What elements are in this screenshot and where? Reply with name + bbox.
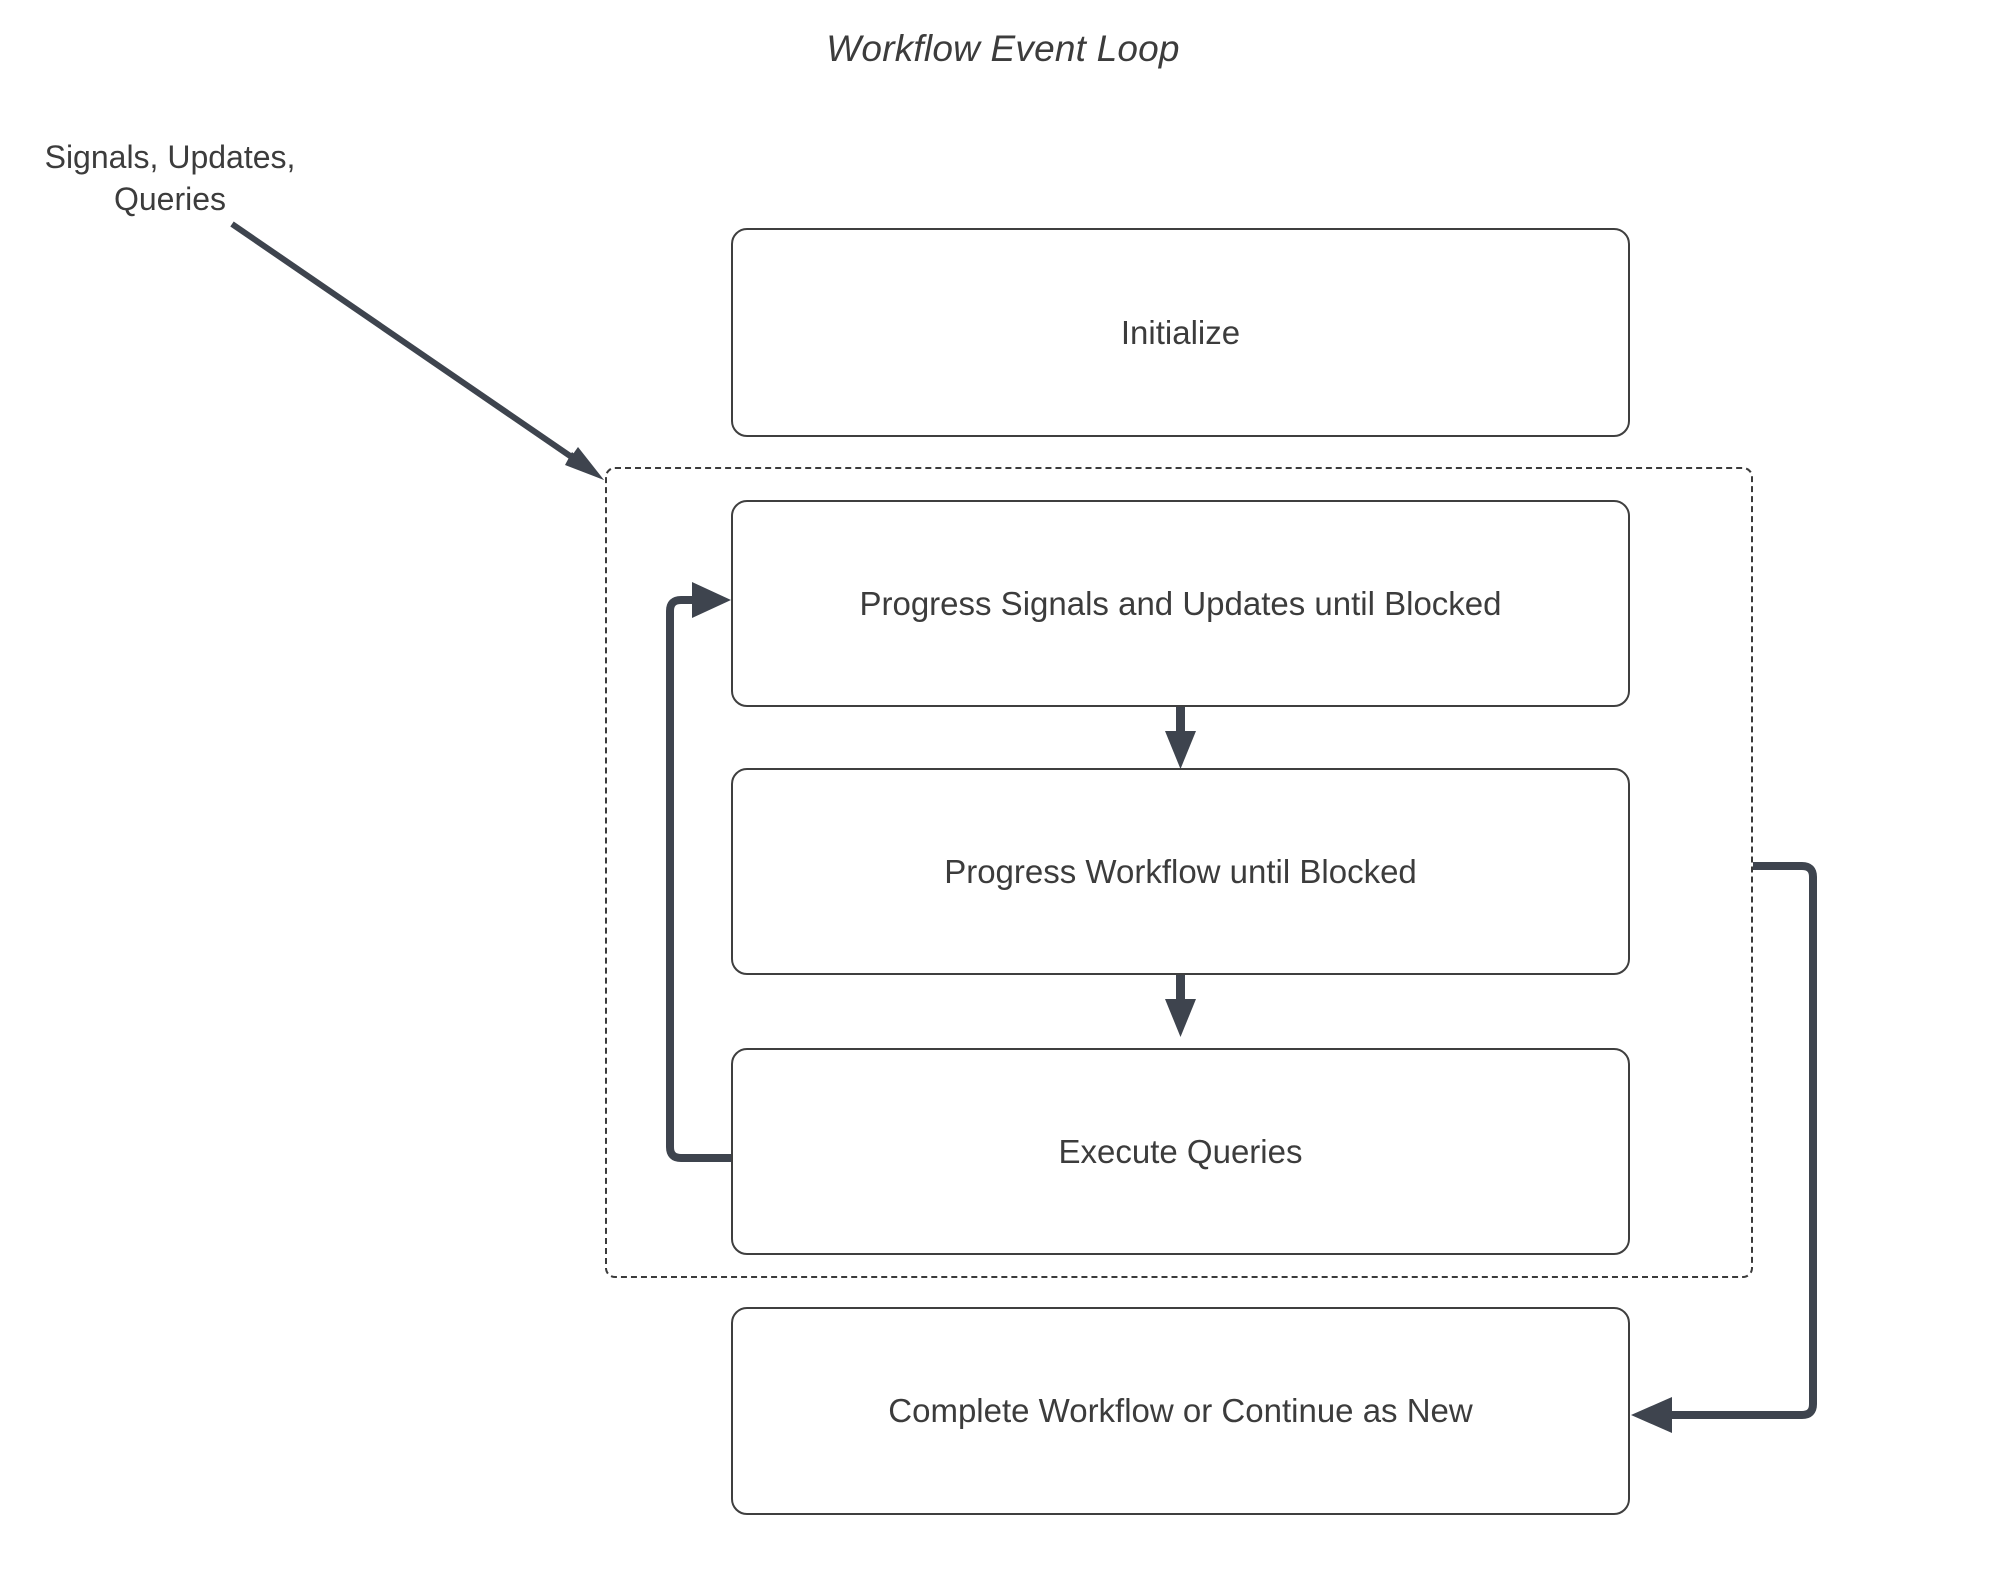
event-loop-group <box>605 467 1753 1278</box>
external-input-label-line2: Queries <box>113 181 227 217</box>
node-execute-queries[interactable]: Execute Queries <box>731 1048 1630 1255</box>
node-progress-workflow[interactable]: Progress Workflow until Blocked <box>731 768 1630 975</box>
page-title: Workflow Event Loop <box>826 28 1180 69</box>
edge-signals-into-loop <box>230 221 604 480</box>
node-initialize[interactable]: Initialize <box>731 228 1630 437</box>
external-input-label: Signals, Updates, Queries <box>20 136 320 220</box>
external-input-label-line1: Signals, Updates, <box>44 139 296 175</box>
node-complete-workflow[interactable]: Complete Workflow or Continue as New <box>731 1307 1630 1515</box>
node-progress-signals-and-updates[interactable]: Progress Signals and Updates until Block… <box>731 500 1630 707</box>
